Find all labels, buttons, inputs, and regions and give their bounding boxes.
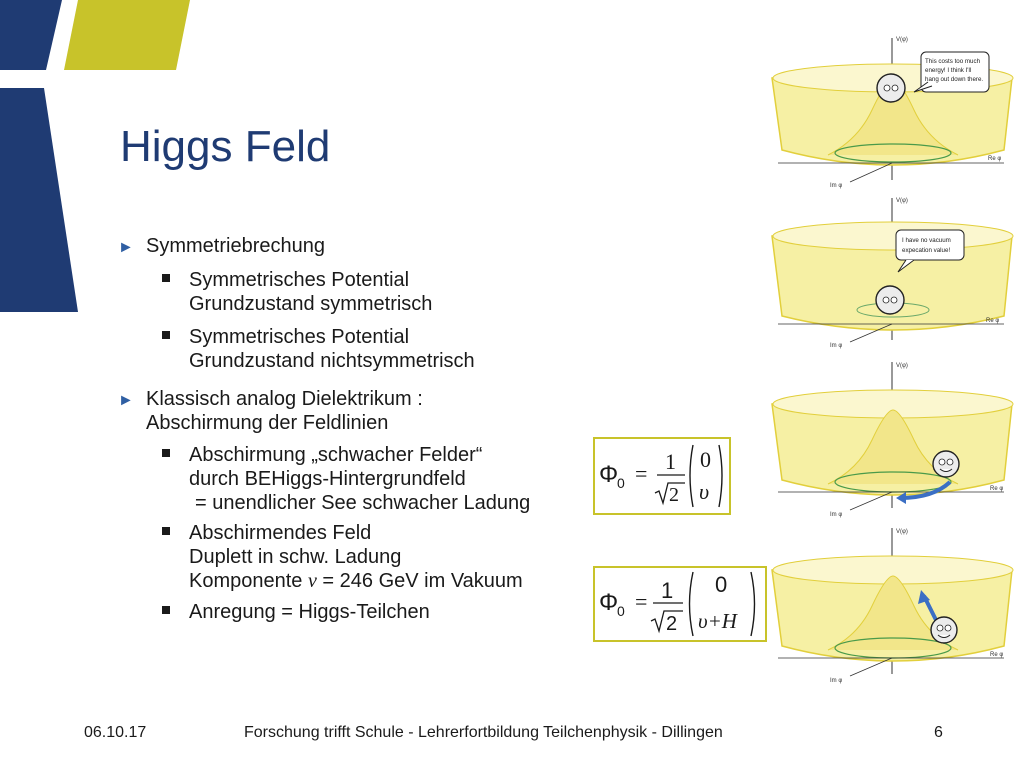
bullet-content: ► Symmetriebrechung Symmetrisches Potent… [118, 234, 598, 624]
bubble-line: I have no vacuum [902, 237, 951, 244]
arrow-head-icon [896, 492, 906, 504]
fraction-denominator: 2 [669, 484, 679, 506]
subbullet-abschirmung: Abschirmung „schwacher Felder“ durch BEH… [118, 443, 598, 515]
ball-icon [875, 285, 905, 315]
vector-top: 0 [700, 447, 711, 472]
potential-figure-1: V(φ) Re φ Im φ This costs too much energ… [771, 37, 1014, 189]
re-axis-label: Re φ [990, 652, 1003, 658]
eye-icon [882, 296, 890, 304]
fraction-denominator: 2 [666, 613, 677, 635]
triangle-bullet-icon: ► [118, 392, 134, 409]
eye-icon [946, 458, 954, 466]
subbullet-anregung: Anregung = Higgs-Teilchen [118, 600, 598, 624]
fraction-numerator: 1 [665, 449, 676, 474]
bullet-dielektrikum: ► Klassisch analog Dielektrikum : Abschi… [118, 388, 423, 434]
im-axis-label: Im φ [830, 343, 842, 349]
speech-bubble-tail [897, 259, 915, 273]
olive-block [64, 0, 190, 70]
corner-decoration [0, 0, 190, 312]
formula-higgs-excitation: Φ 0 = 1 2 0 υ+H [593, 566, 767, 642]
eye-icon [938, 458, 946, 466]
formula-higgs-svg: Φ 0 = 1 2 0 υ+H [599, 571, 756, 637]
formula-vacuum-state: Φ 0 = 1 2 0 υ [593, 437, 731, 515]
bubble-line: hang out down there. [925, 76, 983, 83]
im-axis-label: Im φ [830, 512, 842, 518]
right-paren [718, 444, 723, 508]
sqrt-symbol [654, 482, 685, 506]
vector-top: 0 [715, 572, 727, 597]
hat-bump [827, 575, 959, 651]
eye-icon [944, 624, 952, 632]
bowl-rim [772, 221, 1014, 251]
navy-block-top [0, 0, 62, 70]
bubble-line: This costs too much [925, 58, 981, 65]
ball-icon [932, 450, 960, 478]
bullet-symmetriebrechung: ► Symmetriebrechung [118, 234, 598, 258]
speech-bubble [895, 229, 965, 261]
v-axis-label: V(φ) [896, 37, 908, 43]
phi-symbol: Φ [599, 461, 618, 488]
im-axis [849, 162, 893, 183]
arrow-head-icon [918, 590, 930, 604]
phi-symbol: Φ [599, 589, 618, 616]
footer-center: Forschung trifft Schule - Lehrerfortbild… [244, 724, 723, 741]
square-bullet-icon [162, 527, 170, 535]
eye-icon [890, 296, 898, 304]
phi-subscript: 0 [617, 603, 625, 619]
triangle-bullet-icon: ► [118, 239, 134, 256]
square-bullet-icon [162, 449, 170, 457]
bubble-line: energy! I think I'll [925, 67, 971, 74]
phi-subscript: 0 [617, 475, 625, 491]
speech-bubble-tail [913, 81, 933, 93]
im-axis [849, 657, 893, 677]
potential-figure-3: V(φ) Re φ Im φ [771, 362, 1014, 518]
im-axis-label: Im φ [830, 678, 842, 684]
eye-icon [891, 84, 899, 92]
im-axis-label: Im φ [830, 183, 842, 189]
potential-figure-4: V(φ) Re φ Im φ [771, 528, 1014, 684]
eye-icon [883, 84, 891, 92]
navy-block-left [0, 88, 78, 312]
minimum-circle [834, 143, 952, 163]
subbullet-symmetric-ground: Symmetrisches Potential Grundzustand sym… [118, 268, 598, 316]
speech-bubble [920, 51, 990, 93]
subbullet-abschirmendes-feld: Abschirmendes Feld Duplett in schw. Ladu… [118, 521, 598, 593]
fraction-numerator: 1 [661, 578, 673, 603]
potential-figure-2: V(φ) Re φ Im φ I have no vacuum expecati… [771, 198, 1014, 349]
re-axis-label: Re φ [988, 156, 1001, 162]
v-axis-label: V(φ) [896, 529, 908, 535]
re-axis-label: Re φ [986, 318, 999, 324]
vector-bottom: υ+H [698, 609, 739, 633]
equals-sign: = [635, 589, 647, 614]
sqrt-symbol [650, 610, 683, 634]
page-title: Higgs Feld [120, 122, 331, 171]
ball-icon [930, 616, 958, 644]
subbullet-nonsymmetric-ground: Symmetrisches Potential Grundzustand nic… [118, 325, 598, 373]
square-bullet-icon [162, 274, 170, 282]
eye-icon [936, 624, 944, 632]
formula-vacuum-svg: Φ 0 = 1 2 0 υ [599, 444, 723, 508]
left-paren [688, 571, 694, 637]
mouth-icon [939, 468, 953, 472]
bubble-line: expecation value! [902, 247, 950, 254]
vector-bottom: υ [699, 479, 709, 504]
equals-sign: = [635, 461, 647, 486]
right-paren [750, 571, 756, 637]
ball-icon [876, 73, 906, 103]
square-bullet-icon [162, 606, 170, 614]
footer-date: 06.10.17 [84, 724, 147, 741]
im-axis [849, 323, 893, 343]
hat-bump [827, 409, 959, 485]
mouth-icon [937, 634, 951, 638]
v-axis-label: V(φ) [896, 363, 908, 369]
re-axis-label: Re φ [990, 486, 1003, 492]
v-axis-label: V(φ) [896, 198, 908, 204]
im-axis [849, 491, 893, 511]
left-paren [689, 444, 694, 508]
square-bullet-icon [162, 331, 170, 339]
komponente-line: Komponente v = 246 GeV im Vakuum [189, 570, 523, 592]
page-number: 6 [934, 724, 943, 741]
